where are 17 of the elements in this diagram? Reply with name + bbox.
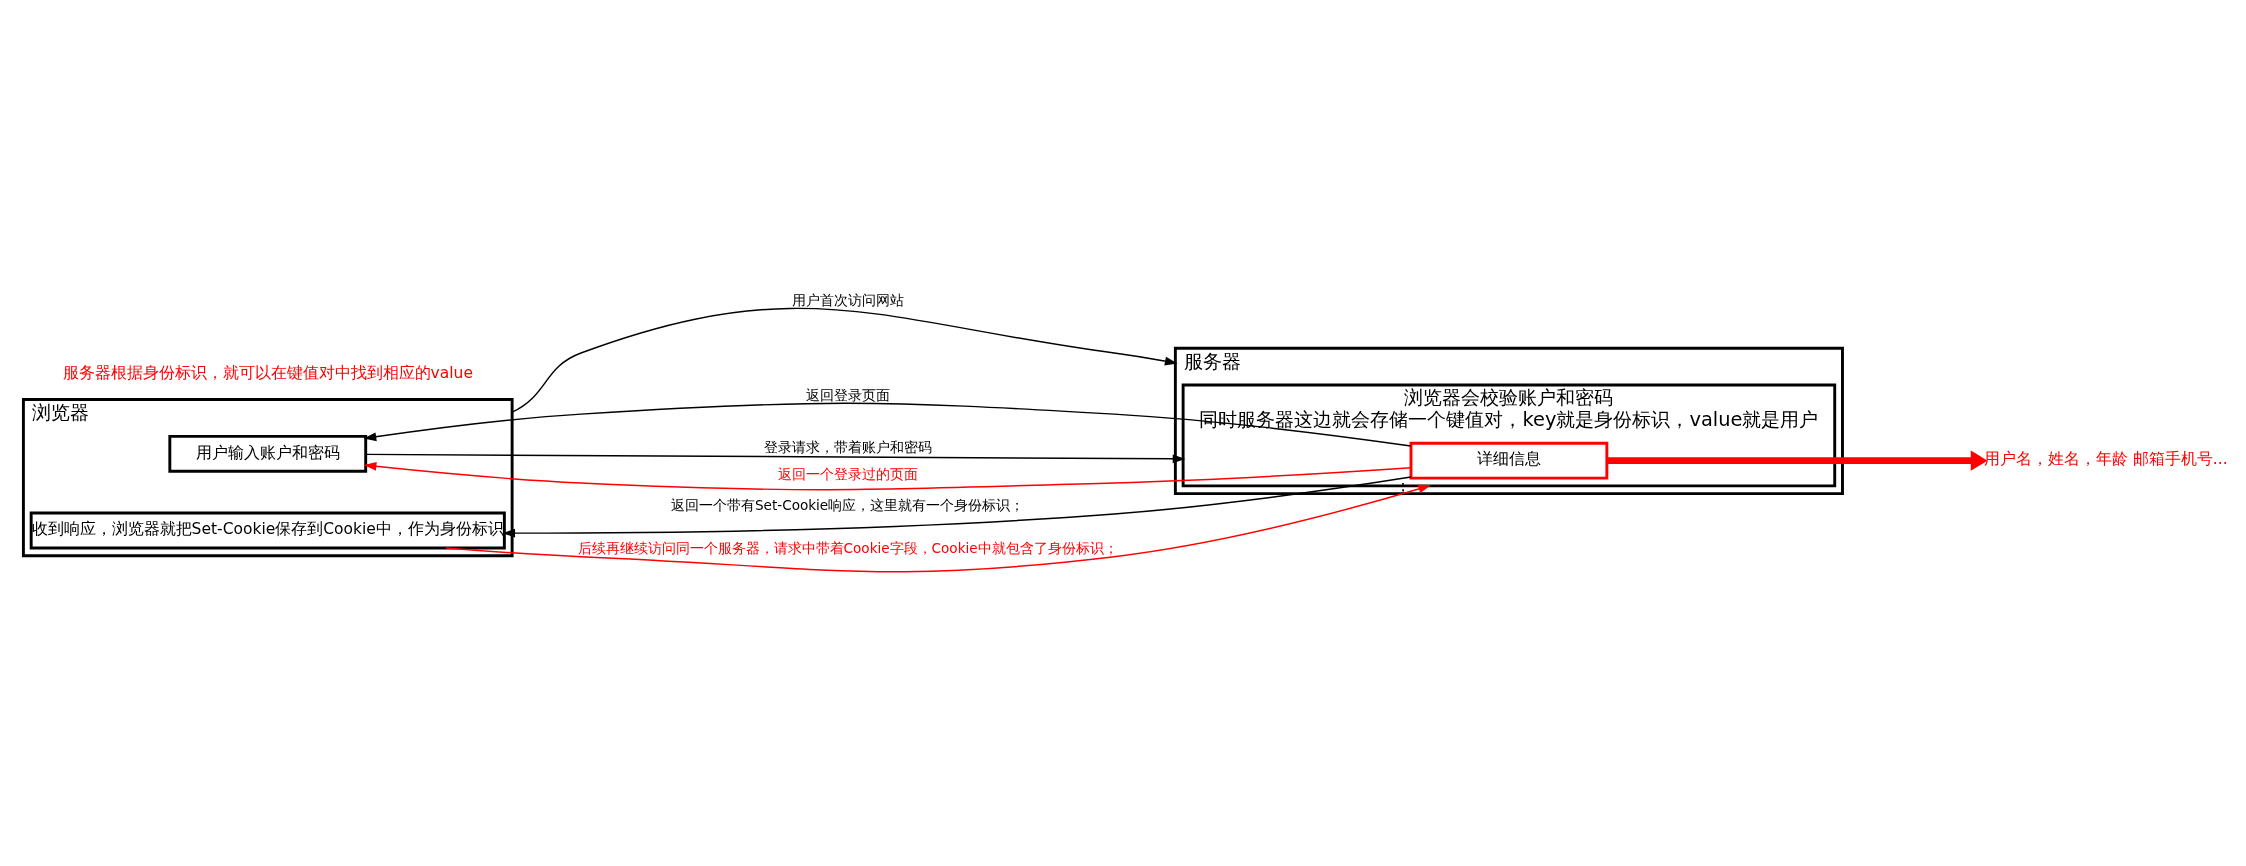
node-box: 详细信息 [1409, 441, 1609, 480]
label: 服务器根据身份标识，就可以在键值对中找到相应的value [62, 364, 473, 383]
node-box: 用户输入账户和密码 [168, 434, 368, 473]
arrow [1607, 450, 1988, 471]
arrow [502, 476, 1412, 538]
edge-label: 登录请求，带着账户和密码 [763, 439, 932, 456]
arrow [365, 453, 1186, 464]
edge-label: 返回一个带有Set-Cookie响应，这里就有一个身份标识； [671, 497, 1025, 514]
arrow [363, 402, 1412, 447]
arrow [363, 462, 1412, 491]
edge-label: 返回登录页面 [805, 386, 890, 403]
arrow [445, 484, 1431, 573]
edge-label: 后续再继续访问同一个服务器，请求中带着Cookie字段，Cookie中就包含了身份标识； [577, 539, 1118, 556]
arrow [511, 307, 1178, 413]
edge-label: 返回一个登录过的页面 [777, 466, 918, 483]
edge-label: 用户首次访问网站 [791, 291, 904, 308]
node-text: 用户名，姓名，年龄 邮箱手机号... [1983, 450, 2228, 469]
